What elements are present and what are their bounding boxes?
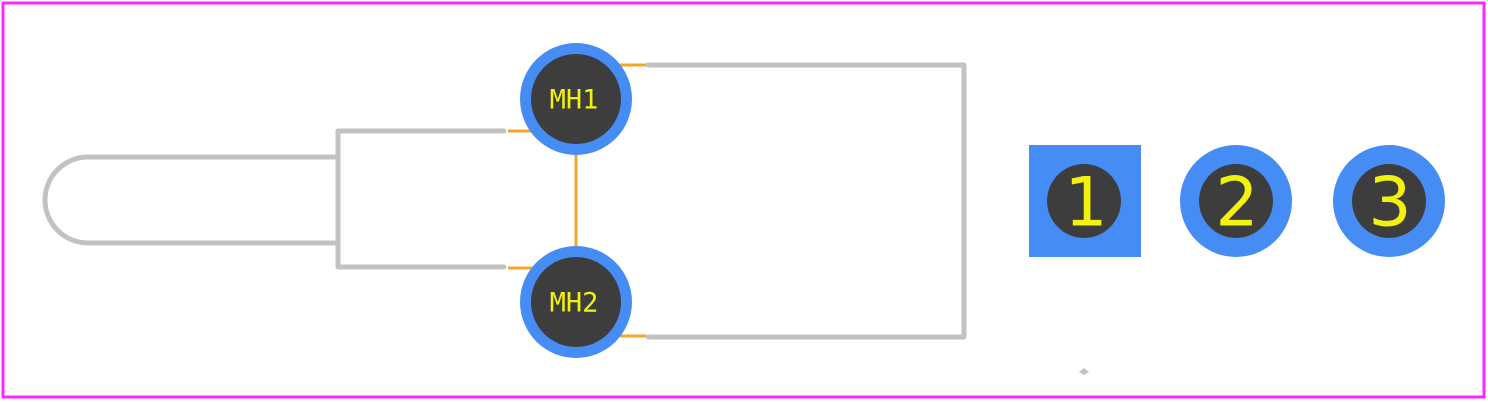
pad-3: 3: [1333, 145, 1445, 257]
silkscreen-barrel-body: [335, 128, 507, 270]
mh2-drill-hole: [531, 257, 621, 347]
mh2-label: MH2: [550, 288, 599, 319]
mounting-hole-mh1: MH1: [520, 43, 632, 155]
pad-3-drill-hole: [1352, 164, 1426, 238]
mh1-label: MH1: [550, 85, 599, 116]
copper-traces: [508, 63, 646, 338]
pad-1: 1: [1029, 145, 1141, 257]
mh1-drill-hole: [531, 54, 621, 144]
pad-2: 2: [1180, 145, 1292, 257]
silkscreen-body-outline: [645, 62, 967, 340]
pad-1-drill-hole: [1047, 164, 1121, 238]
silkscreen-marker: [1079, 368, 1089, 375]
silkscreen-tip-outline: [42, 154, 339, 246]
silkscreen-barrel: [42, 128, 507, 270]
pad-2-label: 2: [1215, 164, 1258, 243]
pad-1-label: 1: [1064, 164, 1107, 243]
pad-3-label: 3: [1368, 164, 1411, 243]
pad-2-drill-hole: [1199, 164, 1273, 238]
mounting-hole-mh2: MH2: [520, 246, 632, 358]
